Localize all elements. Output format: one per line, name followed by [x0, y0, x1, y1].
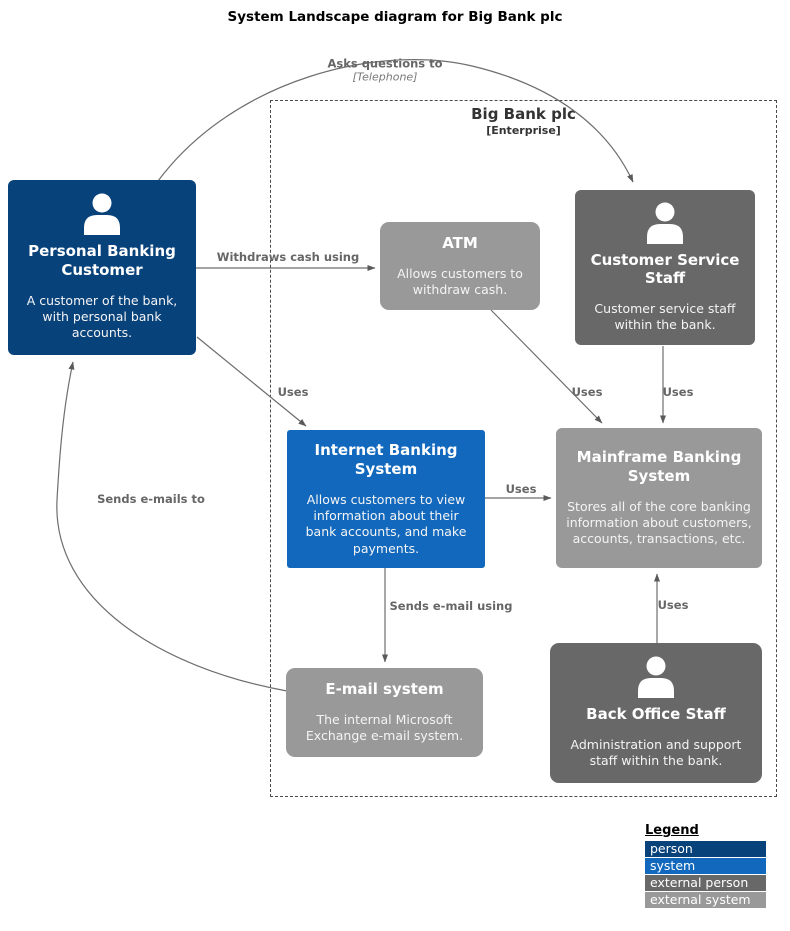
rel-label-uses-5: Uses — [657, 598, 689, 612]
rel-label-uses-2: Uses — [571, 385, 603, 399]
node-title: Personal Banking Customer — [28, 242, 176, 280]
node-description: The internal Microsoft Exchange e-mail s… — [305, 712, 464, 744]
rel-technology: [Telephone] — [352, 70, 418, 84]
legend-item-external-person: external person — [645, 875, 766, 891]
node-title: Customer Service Staff — [590, 250, 740, 288]
rel-text: Asks questions to — [327, 56, 443, 71]
legend-item-external-system: external system — [645, 892, 766, 908]
rel-label-uses-4: Uses — [505, 482, 537, 496]
legend-item-person: person — [645, 841, 766, 857]
node-description: Customer service staff within the bank. — [594, 301, 736, 333]
rel-label-asks-questions: Asks questions to [Telephone] — [327, 57, 442, 84]
rel-label-sends-email-using: Sends e-mail using — [389, 599, 513, 613]
node-title: Mainframe Banking System — [576, 448, 742, 486]
person-icon — [638, 656, 674, 699]
node-personal-banking-customer: Personal Banking Customer A customer of … — [8, 180, 196, 355]
legend: Legend person system external person ext… — [645, 823, 766, 908]
arrow-sends-emails-to — [56, 361, 288, 692]
rel-label-uses-3: Uses — [662, 385, 694, 399]
arrow-asks-questions-to — [157, 59, 634, 183]
node-description: Allows customers to view information abo… — [305, 491, 467, 556]
diagram-title: System Landscape diagram for Big Bank pl… — [227, 9, 563, 25]
node-atm: ATM Allows customers to withdraw cash. — [380, 222, 540, 310]
enterprise-type: [Enterprise] — [486, 124, 561, 137]
node-title: E-mail system — [325, 680, 444, 699]
node-description: Administration and support staff within … — [570, 737, 742, 769]
node-customer-service-staff: Customer Service Staff Customer service … — [575, 190, 755, 345]
node-mainframe-banking-system: Mainframe Banking System Stores all of t… — [556, 428, 762, 568]
node-title: ATM — [442, 233, 478, 252]
enterprise-boundary: Big Bank plc [Enterprise] — [270, 100, 777, 797]
node-email-system: E-mail system The internal Microsoft Exc… — [286, 668, 483, 757]
enterprise-name: Big Bank plc — [471, 105, 576, 123]
node-internet-banking-system: Internet Banking System Allows customers… — [287, 430, 485, 568]
rel-label-sends-emails-to: Sends e-mails to — [97, 492, 205, 506]
legend-title: Legend — [645, 823, 699, 838]
rel-label-uses-1: Uses — [277, 385, 309, 399]
node-description: Stores all of the core banking informati… — [566, 498, 752, 547]
enterprise-boundary-label: Big Bank plc [Enterprise] — [271, 105, 776, 137]
node-back-office-staff: Back Office Staff Administration and sup… — [550, 643, 762, 783]
arrow-atm-uses-mainframe — [490, 309, 603, 424]
legend-item-system: system — [645, 858, 766, 874]
node-description: A customer of the bank, with personal ba… — [26, 292, 178, 341]
rel-label-withdraws-cash: Withdraws cash using — [216, 250, 360, 264]
node-title: Internet Banking System — [314, 441, 458, 478]
arrow-customer-uses-internet-banking — [196, 336, 307, 427]
person-icon — [647, 202, 683, 244]
node-description: Allows customers to withdraw cash. — [397, 265, 523, 297]
person-icon — [84, 193, 120, 236]
node-title: Back Office Staff — [586, 705, 726, 724]
